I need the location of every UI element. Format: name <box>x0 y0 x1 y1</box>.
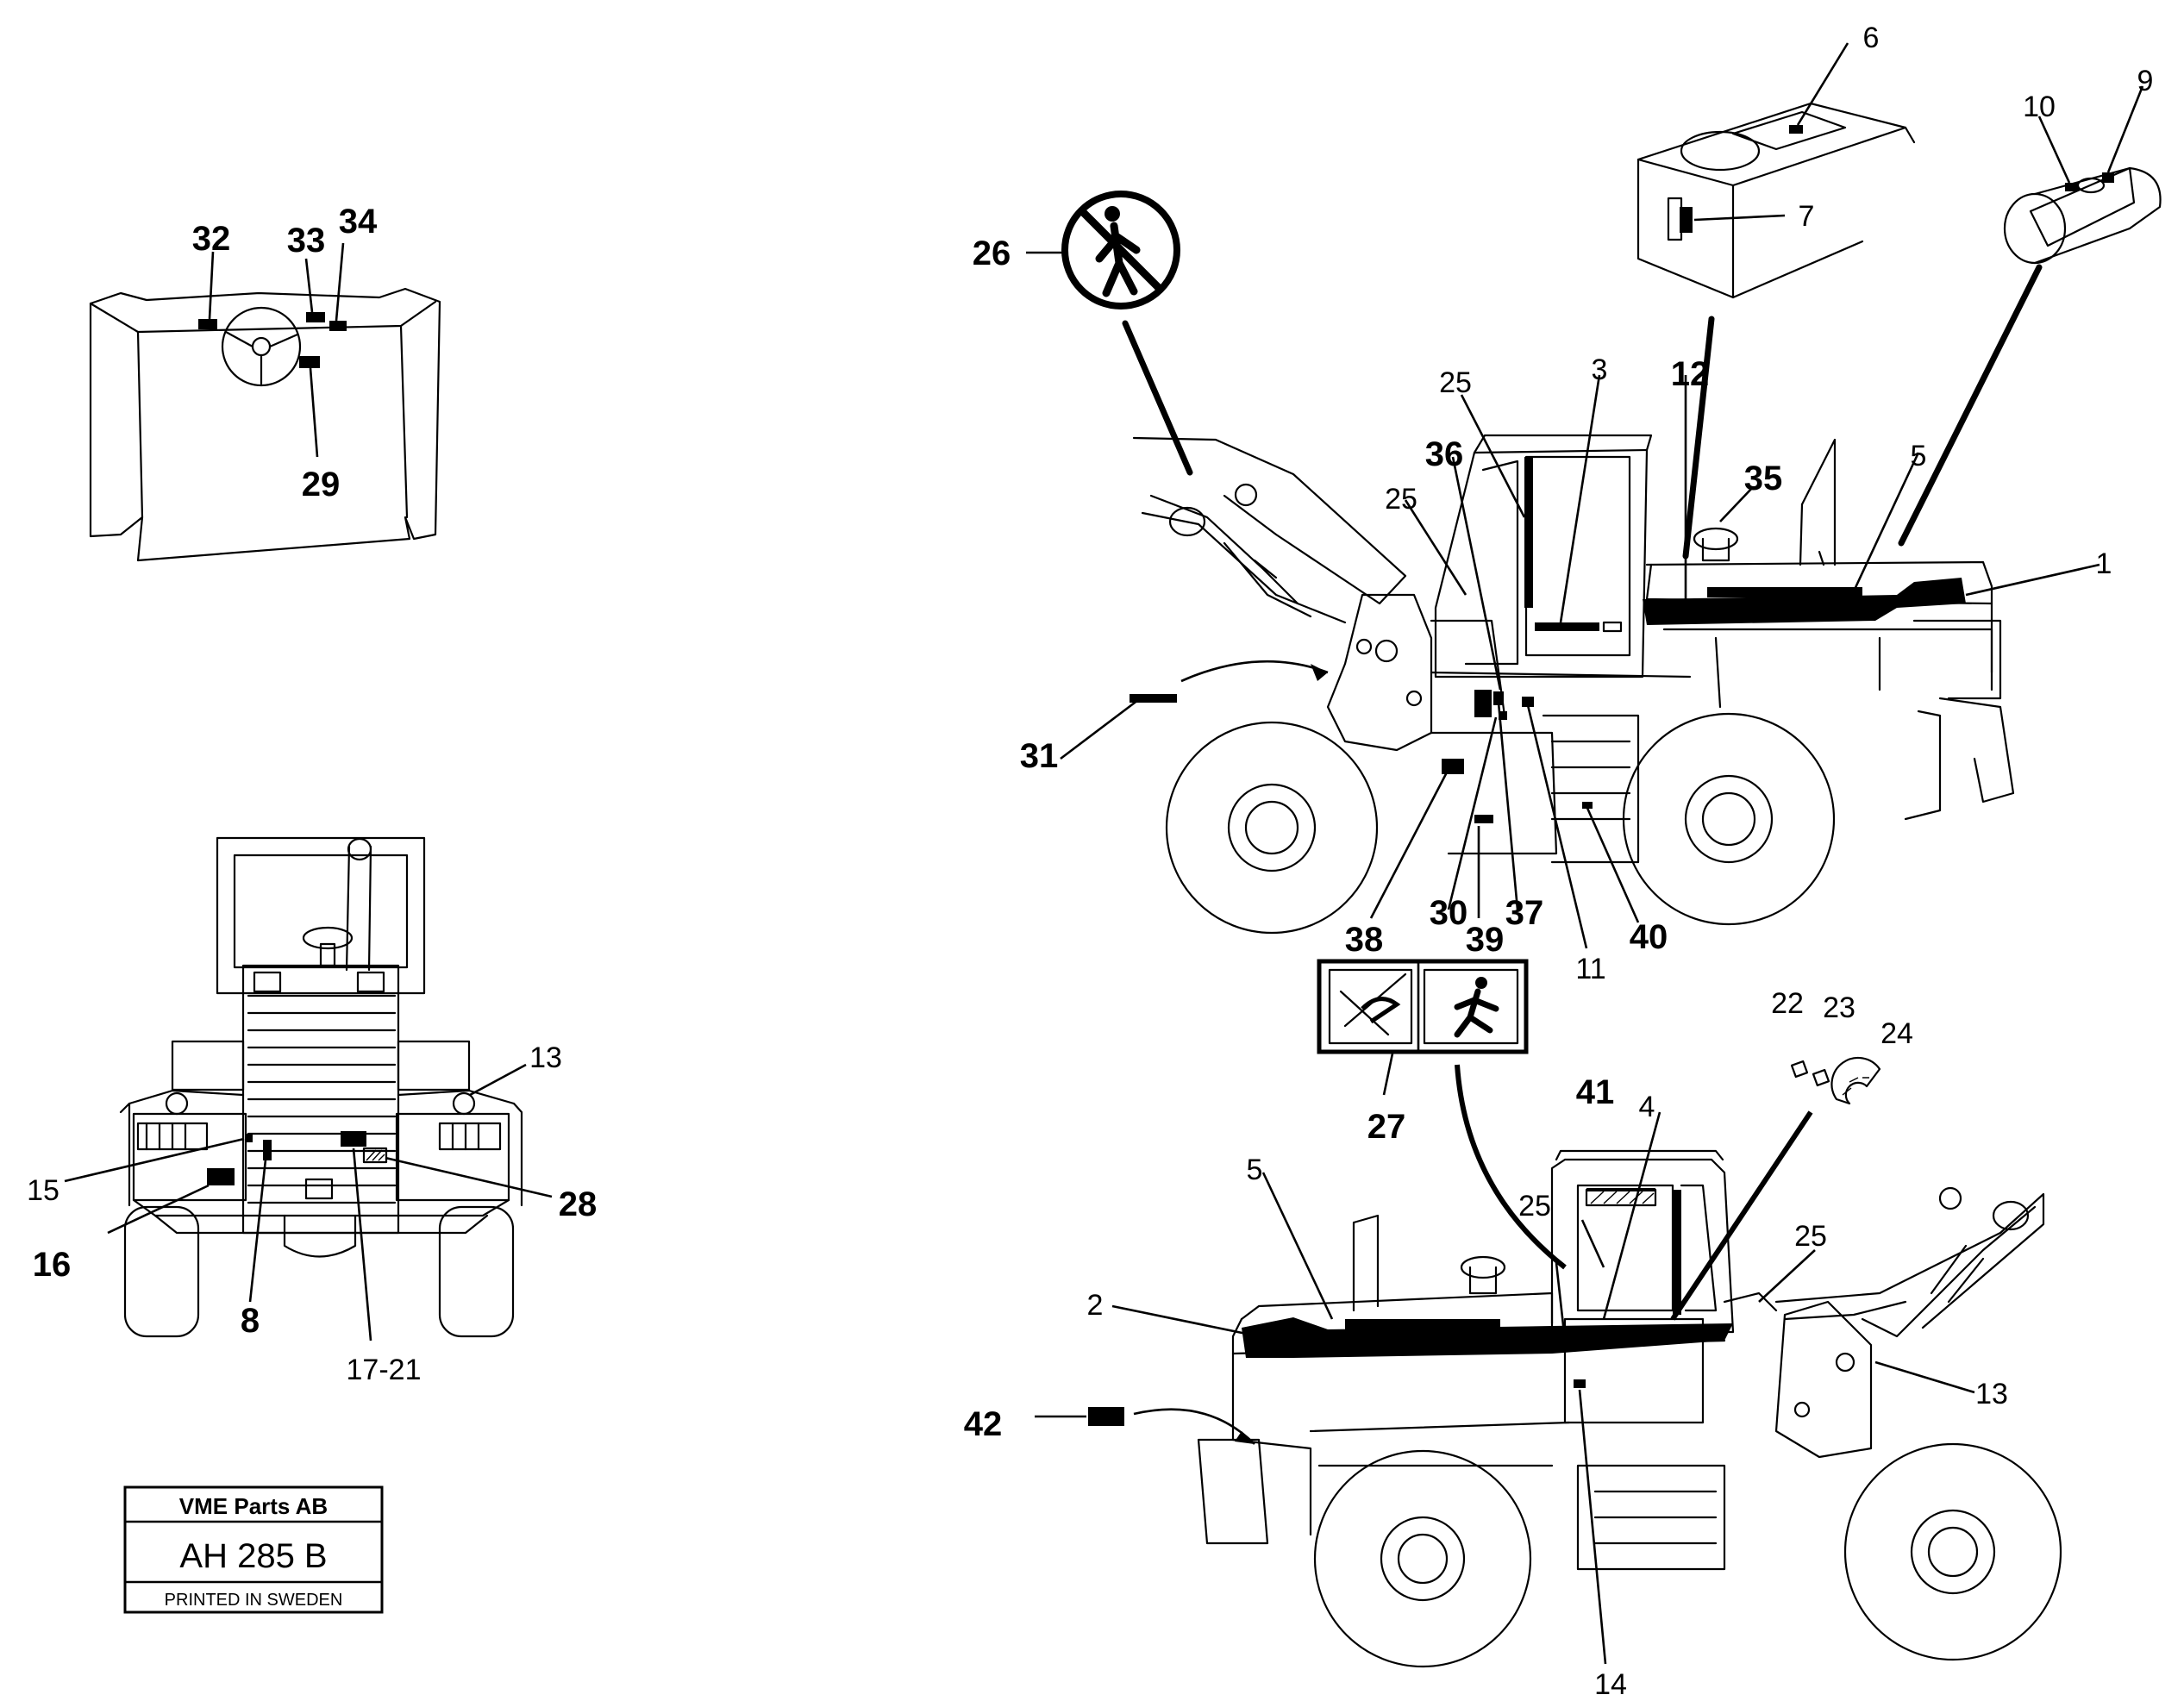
label-11: 11 <box>1575 953 1605 985</box>
label-15: 15 <box>27 1174 59 1207</box>
label-34: 34 <box>339 203 378 241</box>
title-block: VME Parts AB AH 285 B PRINTED IN SWEDEN <box>123 1485 384 1614</box>
decal-6 <box>1789 125 1803 134</box>
label-27: 27 <box>1367 1108 1406 1146</box>
label-39: 39 <box>1466 921 1505 959</box>
decal-33 <box>306 312 325 322</box>
label-36: 36 <box>1425 435 1464 473</box>
front-view <box>64 836 553 1341</box>
decal-36 <box>1474 690 1492 717</box>
label-41: 41 <box>1576 1073 1615 1111</box>
decal-9 <box>2102 172 2114 183</box>
title-block-code: AH 285 B <box>179 1537 327 1575</box>
label-2: 2 <box>1087 1289 1104 1322</box>
label-6: 6 <box>1863 22 1880 54</box>
decal-32 <box>198 319 217 329</box>
label-10: 10 <box>2023 91 2056 123</box>
label-40: 40 <box>1630 918 1668 956</box>
label-17-21: 17-21 <box>347 1354 422 1386</box>
label-7: 7 <box>1799 200 1815 233</box>
label-5b: 5 <box>1247 1154 1263 1186</box>
label-25c: 25 <box>1518 1190 1551 1223</box>
decal-5 <box>1707 587 1862 597</box>
label-32: 32 <box>192 220 231 258</box>
decal-3 <box>1535 622 1599 631</box>
label-25d: 25 <box>1794 1220 1827 1253</box>
label-9: 9 <box>2137 65 2154 97</box>
label-3: 3 <box>1592 353 1608 386</box>
decal-25-bottom-cab <box>1673 1190 1681 1315</box>
label-35: 35 <box>1744 460 1783 497</box>
callout-labels: 32 33 34 29 13 15 16 8 17-21 28 26 6 7 1… <box>27 22 2153 1701</box>
decal-28 <box>362 1147 388 1164</box>
dashboard-view <box>89 242 441 562</box>
decal-39 <box>1474 815 1493 823</box>
decal-17-21 <box>341 1131 366 1147</box>
hydraulic-tank-icon <box>1636 42 1916 560</box>
loader-side-view-bottom <box>1035 1110 2062 1668</box>
decal-14 <box>1574 1379 1586 1388</box>
label-14: 14 <box>1594 1668 1627 1701</box>
sign-27 <box>1317 959 1567 1270</box>
label-31: 31 <box>1020 737 1059 775</box>
decal-7 <box>1680 207 1693 233</box>
decal-34 <box>329 321 347 331</box>
label-12: 12 <box>1671 355 1710 393</box>
decal-11 <box>1522 697 1534 707</box>
decal-10 <box>2065 183 2079 191</box>
decal-25-top-cab <box>1524 457 1533 608</box>
label-25b: 25 <box>1385 483 1417 516</box>
crush-hazard-icon <box>1339 972 1407 1036</box>
label-30: 30 <box>1430 894 1468 932</box>
label-26: 26 <box>973 235 1011 272</box>
decal-41 <box>1586 1188 1655 1191</box>
label-23: 23 <box>1823 991 1855 1024</box>
label-25a: 25 <box>1439 366 1472 399</box>
label-22: 22 <box>1771 987 1804 1020</box>
no-entry-person-icon <box>1026 191 1193 476</box>
decal-31 <box>1130 694 1177 703</box>
title-block-printed: PRINTED IN SWEDEN <box>165 1591 343 1610</box>
decal-42 <box>1088 1407 1124 1426</box>
label-1: 1 <box>2096 547 2112 580</box>
decal-1 <box>1643 578 1966 625</box>
label-4: 4 <box>1639 1091 1655 1123</box>
label-24: 24 <box>1880 1017 1913 1050</box>
fuel-tank-icon <box>1898 85 2162 547</box>
label-13b: 13 <box>1975 1378 2008 1410</box>
decal-8 <box>263 1140 272 1160</box>
label-29: 29 <box>302 466 341 503</box>
loader-side-view-top <box>1060 374 2100 949</box>
label-38: 38 <box>1345 921 1384 959</box>
decal-16 <box>207 1168 235 1185</box>
label-16: 16 <box>33 1246 72 1284</box>
label-8: 8 <box>241 1302 260 1340</box>
label-42: 42 <box>964 1405 1003 1443</box>
symbols-22-24 <box>1790 1056 1881 1105</box>
label-5a: 5 <box>1911 440 1927 472</box>
decal-15 <box>246 1134 253 1142</box>
decal-5-bottom <box>1345 1319 1500 1331</box>
decal-37 <box>1493 691 1504 705</box>
decal-12 <box>1680 612 1692 621</box>
label-28: 28 <box>559 1185 598 1223</box>
decal-29 <box>299 356 320 368</box>
title-block-company: VME Parts AB <box>179 1493 328 1519</box>
decal-40 <box>1582 802 1593 809</box>
decal-30 <box>1499 711 1507 720</box>
label-13a: 13 <box>529 1041 562 1074</box>
label-37: 37 <box>1505 894 1544 932</box>
running-person-icon <box>1454 977 1499 1038</box>
steering-wheel-icon <box>221 306 302 387</box>
label-33: 33 <box>287 222 326 260</box>
decal-2 <box>1242 1317 1733 1358</box>
decal-38 <box>1442 759 1464 774</box>
